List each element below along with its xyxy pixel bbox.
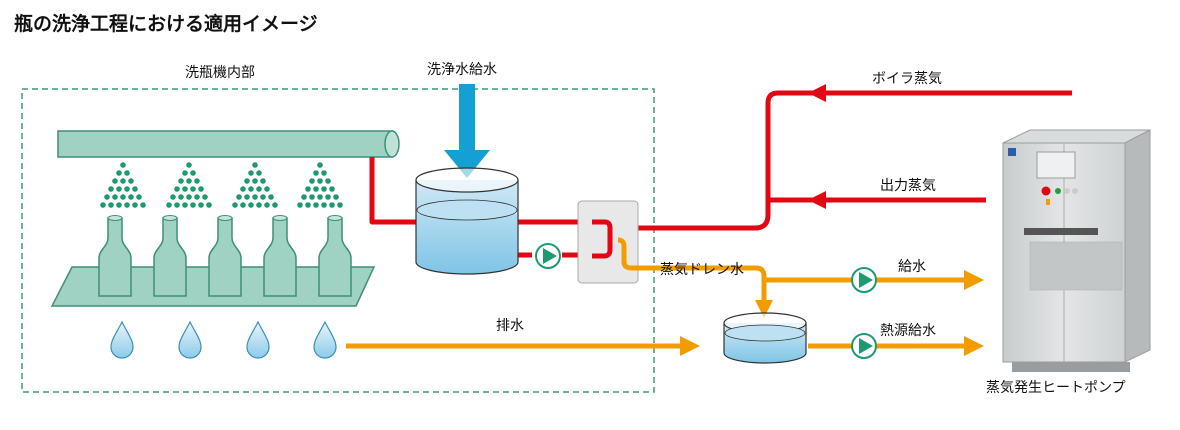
water-drop [110, 320, 134, 359]
output-steam-label: 出力蒸気 [880, 178, 936, 194]
spray-cone [232, 162, 278, 208]
feed-water-label: 給水 [898, 259, 926, 275]
wash-water-supply-arrow [444, 84, 490, 178]
washer-interior-label: 洗瓶機内部 [185, 65, 255, 81]
spray-cone [100, 162, 146, 208]
bottle [263, 215, 297, 297]
heat-source-feed-water-label: 熱源給水 [880, 323, 936, 339]
boiler-steam-label: ボイラ蒸気 [872, 71, 942, 87]
diagram-title: 瓶の洗浄工程における適用イメージ [14, 12, 318, 35]
water-drops [110, 320, 337, 359]
spray-nozzles [100, 162, 343, 208]
drain-tank [723, 312, 807, 364]
water-drop [178, 320, 202, 359]
bottles [98, 215, 352, 297]
water-drop [313, 320, 337, 359]
drainage-label: 排水 [496, 318, 524, 334]
spray-cone [166, 162, 212, 208]
water-drop [246, 320, 270, 359]
bottle [318, 215, 352, 297]
spray-header-pipe [57, 130, 400, 158]
bottle [208, 215, 242, 297]
steam-drain-water-label: 蒸気ドレン水 [660, 262, 744, 278]
pump-icon [851, 333, 877, 359]
heat-pump-label: 蒸気発生ヒートポンプ [986, 380, 1126, 396]
pump-icon [851, 267, 877, 293]
wash-water-tank [415, 167, 519, 275]
wash-water-supply-label: 洗浄水給水 [427, 62, 497, 78]
spray-cone [297, 162, 343, 208]
bottle [98, 215, 132, 297]
washer-boundary [21, 88, 655, 393]
pump-icon [535, 243, 561, 269]
exchanger-coil [592, 219, 613, 259]
bottle [153, 215, 187, 297]
heat-pump-unit [1002, 129, 1151, 372]
